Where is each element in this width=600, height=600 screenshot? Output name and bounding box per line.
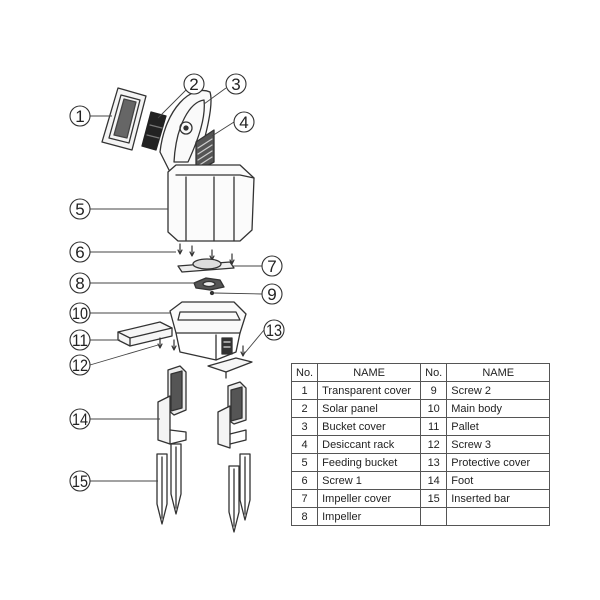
callout-10: 10 <box>69 302 91 324</box>
header-name-left: NAME <box>317 363 422 382</box>
header-no-right: No. <box>420 363 448 382</box>
cell-name: Protective cover <box>446 453 551 472</box>
inserted-bar-part <box>156 443 251 533</box>
cell-no: 15 <box>420 489 448 508</box>
callout-7-number: 7 <box>267 257 276 276</box>
cell-name: Pallet <box>446 417 551 436</box>
callout-1: 1 <box>69 105 91 127</box>
table-row: 2 Solar panel 10 Main body <box>290 399 551 418</box>
callout-12: 12 <box>69 354 91 376</box>
cell-name <box>446 507 551 526</box>
cell-name: Screw 3 <box>446 435 551 454</box>
callout-7: 7 <box>261 255 283 277</box>
callout-14-number: 14 <box>72 410 88 429</box>
screw-2-part <box>209 290 215 296</box>
cell-no: 3 <box>290 417 319 436</box>
cell-name: Main body <box>446 399 551 418</box>
parts-table-header: No. NAME No. NAME <box>290 363 551 382</box>
table-row: 4 Desiccant rack 12 Screw 3 <box>290 435 551 454</box>
cell-no: 2 <box>290 399 319 418</box>
cell-no: 10 <box>420 399 448 418</box>
callout-9-number: 9 <box>267 285 276 304</box>
callout-8: 8 <box>69 272 91 294</box>
cell-name: Desiccant rack <box>317 435 422 454</box>
callout-6-number: 6 <box>75 243 84 262</box>
callout-2-number: 2 <box>189 75 198 94</box>
callout-6: 6 <box>69 241 91 263</box>
callout-5-number: 5 <box>75 200 84 219</box>
callout-13: 13 <box>263 319 285 341</box>
callout-13-number: 13 <box>266 321 282 340</box>
table-row: 6 Screw 1 14 Foot <box>290 471 551 490</box>
table-row: 3 Bucket cover 11 Pallet <box>290 417 551 436</box>
transparent-cover-part <box>101 87 147 151</box>
impeller-part <box>193 277 225 291</box>
cell-name: Feeding bucket <box>317 453 422 472</box>
cell-no: 12 <box>420 435 448 454</box>
callout-4-number: 4 <box>239 113 248 132</box>
callout-10-number: 10 <box>72 304 88 323</box>
cell-name: Screw 1 <box>317 471 422 490</box>
callout-1-number: 1 <box>75 107 84 126</box>
callouts: 1 2 3 4 5 6 7 8 9 10 11 12 13 14 15 <box>69 73 285 492</box>
callout-3-number: 3 <box>231 75 240 94</box>
callout-15: 15 <box>69 470 91 492</box>
cell-name: Transparent cover <box>317 381 422 400</box>
callout-15-number: 15 <box>72 472 88 491</box>
cell-name: Inserted bar <box>446 489 551 508</box>
foot-right-part <box>217 381 247 449</box>
cell-no: 13 <box>420 453 448 472</box>
callout-9: 9 <box>261 283 283 305</box>
protective-cover-part <box>207 357 253 379</box>
callout-3: 3 <box>225 73 247 95</box>
callout-8-number: 8 <box>75 274 84 293</box>
callout-11-number: 11 <box>72 331 88 350</box>
leader-lines <box>89 87 265 482</box>
cell-no: 9 <box>420 381 448 400</box>
foot-left-part <box>157 365 187 445</box>
cell-name: Impeller cover <box>317 489 422 508</box>
table-row: 7 Impeller cover 15 Inserted bar <box>290 489 551 508</box>
cell-no: 4 <box>290 435 319 454</box>
header-no-left: No. <box>290 363 319 382</box>
callout-12-number: 12 <box>72 356 88 375</box>
feeding-bucket-part <box>167 164 255 242</box>
cell-no: 14 <box>420 471 448 490</box>
table-row: 1 Transparent cover 9 Screw 2 <box>290 381 551 400</box>
cell-no: 11 <box>420 417 448 436</box>
main-body-part <box>169 301 247 361</box>
cell-no <box>420 507 448 526</box>
pallet-part <box>117 321 173 347</box>
cell-no: 1 <box>290 381 319 400</box>
cell-no: 6 <box>290 471 319 490</box>
cell-name: Solar panel <box>317 399 422 418</box>
cell-no: 8 <box>290 507 319 526</box>
cell-name: Bucket cover <box>317 417 422 436</box>
table-row: 8 Impeller <box>290 507 551 526</box>
cell-no: 5 <box>290 453 319 472</box>
callout-4: 4 <box>233 111 255 133</box>
cell-name: Foot <box>446 471 551 490</box>
callout-11: 11 <box>69 329 91 351</box>
cell-name: Impeller <box>317 507 422 526</box>
table-row: 5 Feeding bucket 13 Protective cover <box>290 453 551 472</box>
header-name-right: NAME <box>446 363 551 382</box>
callout-14: 14 <box>69 408 91 430</box>
parts-table: No. NAME No. NAME 1 Transparent cover 9 … <box>290 363 551 526</box>
cell-name: Screw 2 <box>446 381 551 400</box>
callout-2: 2 <box>183 73 205 95</box>
cell-no: 7 <box>290 489 319 508</box>
callout-5: 5 <box>69 198 91 220</box>
impeller-cover-part <box>177 258 235 273</box>
